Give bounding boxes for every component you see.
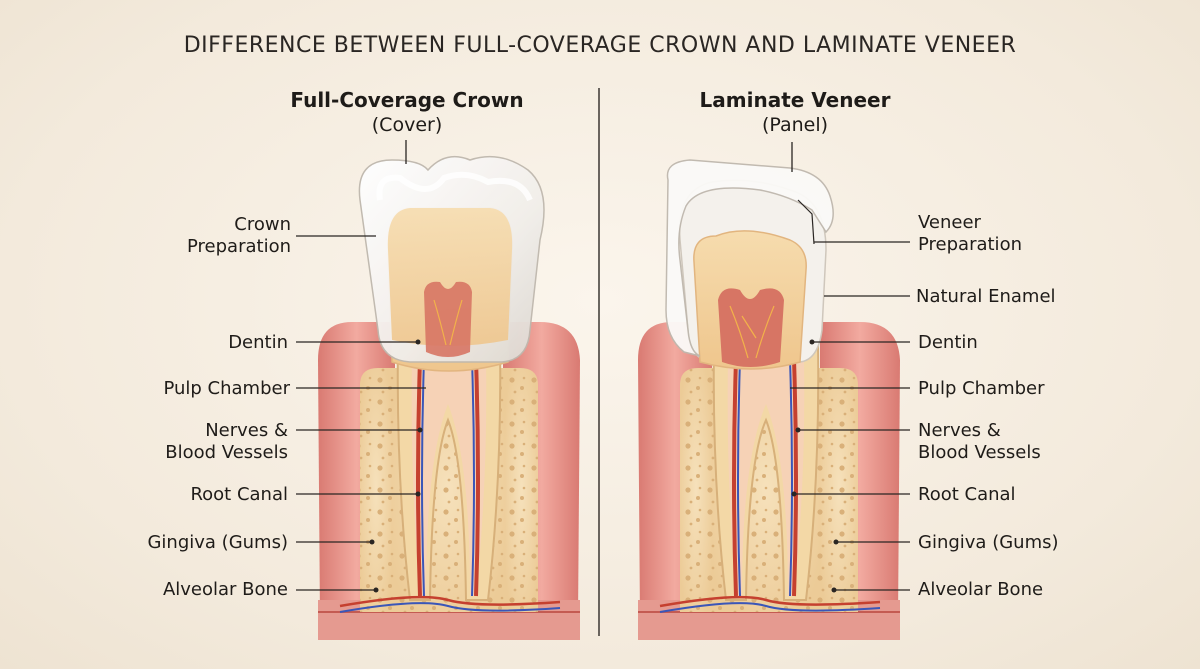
label-veneer-preparation-line1: Veneer [918,212,981,233]
label-veneer-nerves-line1: Nerves & [918,420,1001,441]
label-crown-pulp-chamber: Pulp Chamber [163,378,290,399]
label-crown-nerves: Nerves & Blood Vessels [165,420,288,464]
label-veneer-natural-enamel: Natural Enamel [916,286,1056,307]
veneer-leader-dots [791,339,839,593]
label-crown-nerves-line1: Nerves & [205,420,288,441]
veneer-panel [665,159,834,357]
label-veneer-nerves-line2: Blood Vessels [918,442,1041,463]
veneer-heading: Laminate Veneer [699,88,891,112]
label-crown-preparation: Crown Preparation [187,214,291,258]
label-veneer-gingiva: Gingiva (Gums) [918,532,1059,553]
veneer-subheading: (Panel) [761,114,829,136]
veneer-heading-block: Laminate Veneer (Panel) [635,88,955,136]
label-veneer-preparation: Veneer Preparation [918,212,1022,256]
crown-heading: Full-Coverage Crown [290,88,524,112]
label-veneer-preparation-line2: Preparation [918,234,1022,255]
crown-leader-dots [369,339,423,593]
label-crown-alveolar-bone: Alveolar Bone [162,579,288,600]
label-crown-nerves-line2: Blood Vessels [165,442,288,463]
label-crown-preparation-line2: Preparation [187,236,291,257]
label-veneer-pulp-chamber: Pulp Chamber [918,378,1045,399]
label-crown-root-canal: Root Canal [190,484,288,505]
crown-subheading: (Cover) [371,114,443,136]
label-veneer-alveolar-bone: Alveolar Bone [918,579,1044,600]
label-veneer-nerves: Nerves & Blood Vessels [918,420,1041,464]
crown-heading-block: Full-Coverage Crown (Cover) [247,88,567,136]
crown-leader-lines [296,140,426,591]
label-veneer-root-canal: Root Canal [918,484,1016,505]
label-crown-dentin: Dentin [228,332,288,353]
label-crown-preparation-line1: Crown [234,214,291,235]
crown-tooth [318,155,580,640]
label-veneer-dentin: Dentin [918,332,978,353]
veneer-tooth [638,159,900,640]
veneer-leader-lines [790,142,910,591]
page-title: DIFFERENCE BETWEEN FULL-COVERAGE CROWN A… [183,33,1017,58]
veneer-pulp [718,288,784,367]
label-crown-gingiva: Gingiva (Gums) [147,532,288,553]
